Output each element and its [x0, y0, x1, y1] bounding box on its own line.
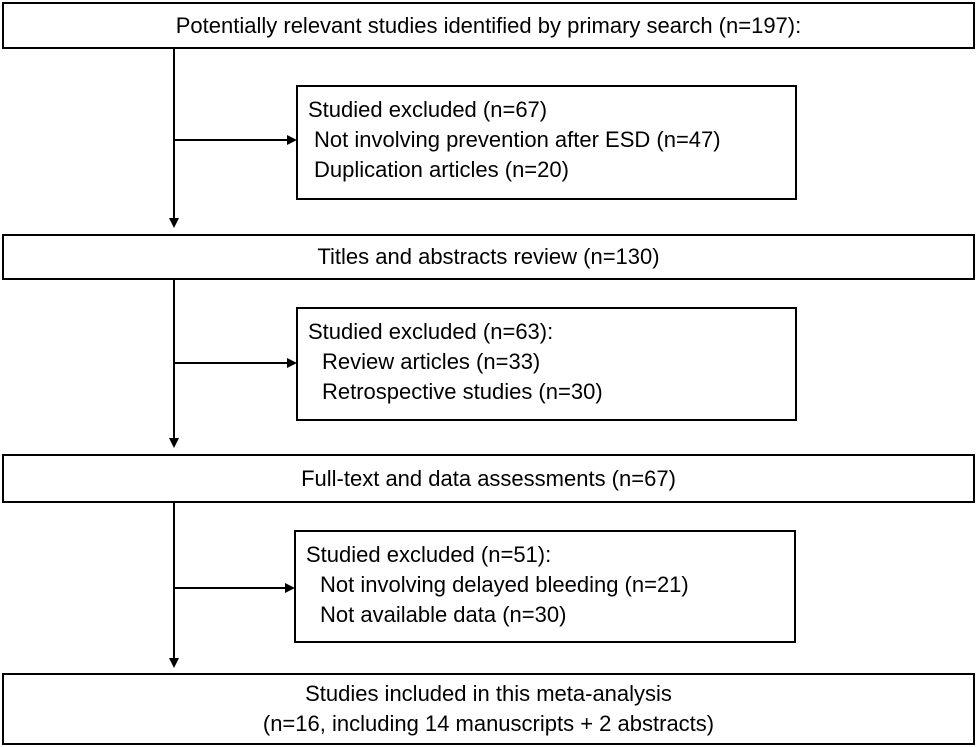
exclusion-3-item: Not involving delayed bleeding (n=21)	[320, 572, 689, 597]
exclusion-box-1: Studied excluded (n=67) Not involving pr…	[296, 85, 797, 200]
exclusion-2-title: Studied excluded (n=63):	[308, 319, 554, 344]
exclusion-3-item: Not available data (n=30)	[320, 602, 567, 627]
included-studies-line2: (n=16, including 14 manuscripts + 2 abst…	[262, 711, 715, 736]
titles-abstracts-text: Titles and abstracts review (n=130)	[317, 244, 660, 269]
included-studies-line1: Studies included in this meta-analysis	[305, 681, 672, 706]
exclusion-box-3: Studied excluded (n=51): Not involving d…	[294, 530, 796, 643]
exclusion-1-title: Studied excluded (n=67)	[308, 97, 548, 122]
exclusion-1-item: Duplication articles (n=20)	[314, 157, 569, 182]
exclusion-3-title: Studied excluded (n=51):	[306, 542, 552, 567]
included-studies-box: Studies included in this meta-analysis (…	[2, 673, 975, 745]
identified-studies-box: Potentially relevant studies identified …	[2, 2, 975, 49]
identified-studies-text: Potentially relevant studies identified …	[175, 12, 802, 38]
exclusion-box-2: Studied excluded (n=63): Review articles…	[296, 307, 797, 421]
full-text-assessment-box: Full-text and data assessments (n=67)	[2, 454, 975, 503]
exclusion-2-item: Retrospective studies (n=30)	[322, 379, 603, 404]
titles-abstracts-box: Titles and abstracts review (n=130)	[2, 234, 975, 280]
exclusion-2-item: Review articles (n=33)	[322, 349, 541, 374]
full-text-assessment-text: Full-text and data assessments (n=67)	[301, 465, 676, 491]
exclusion-1-item: Not involving prevention after ESD (n=47…	[314, 127, 721, 152]
